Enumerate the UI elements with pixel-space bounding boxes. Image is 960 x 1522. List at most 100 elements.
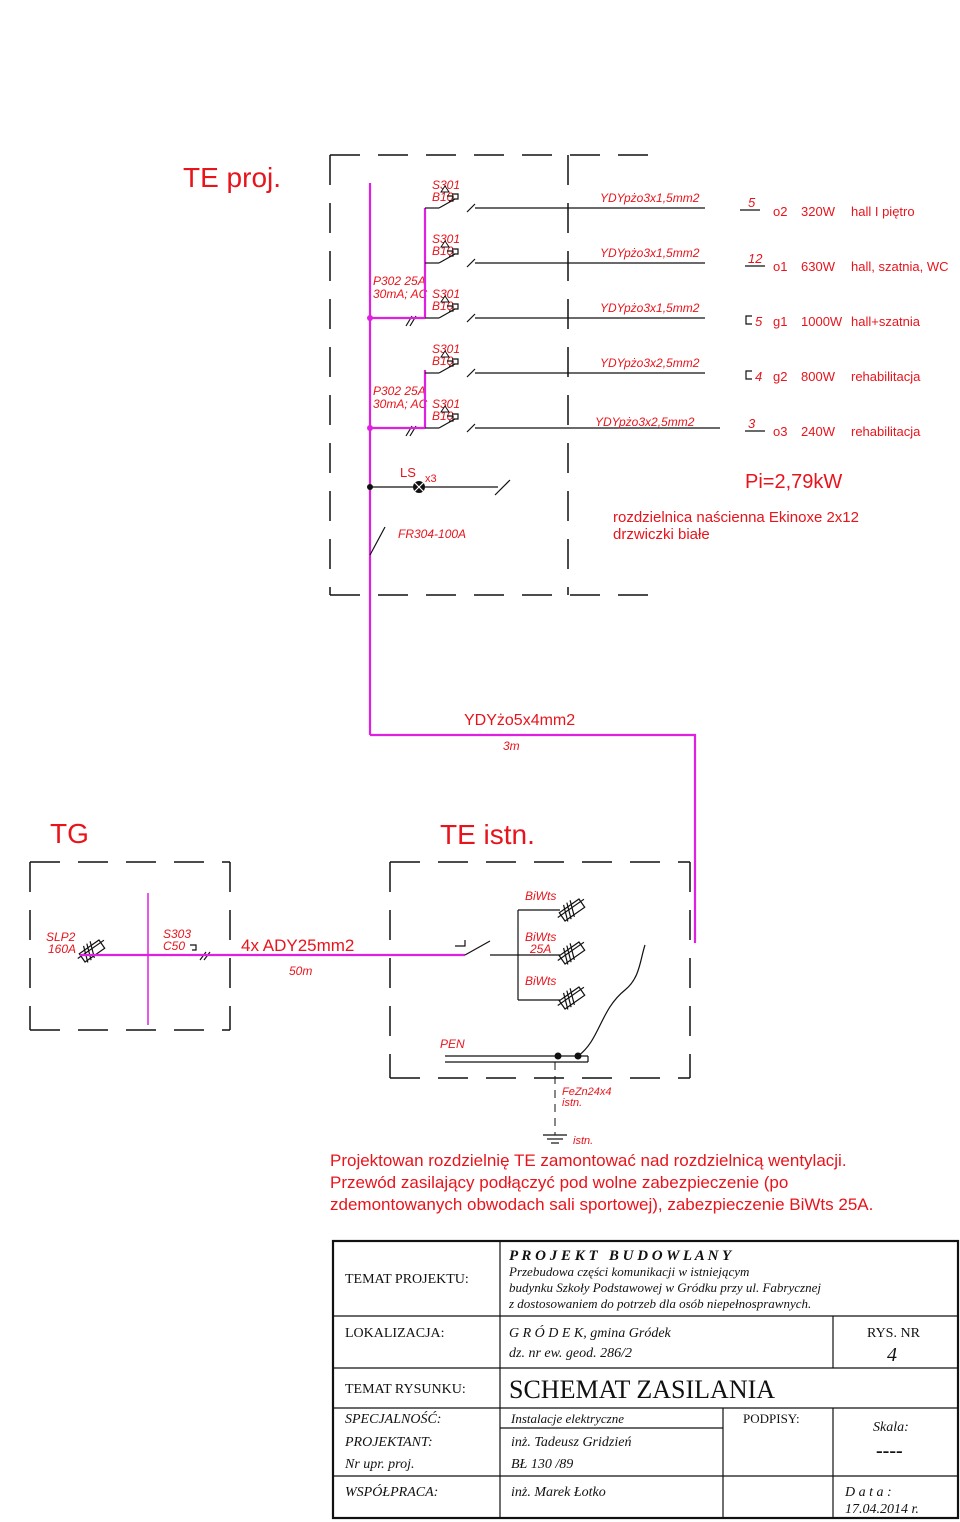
te-proj-title: TE proj. [183,162,281,193]
lokalizacja-label: LOKALIZACJA: [345,1326,445,1341]
svg-text:hall I piętro: hall I piętro [851,204,915,219]
svg-text:1000W: 1000W [801,314,843,329]
lokalizacja: G R Ó D E K, gmina Gródek [509,1324,672,1341]
enclosure-desc-1: rozdzielnica naścienna Ekinoxe 2x12 [613,509,859,526]
svg-text:12: 12 [748,251,763,266]
svg-text:YDYpżo3x1,5mm2: YDYpżo3x1,5mm2 [600,301,700,315]
circuit-row-3: S301 B10 YDYpżo3x1,5mm2 5 g1 1000W hall+… [424,287,921,329]
circuit-row-1: S301 B10 YDYpżo3x1,5mm2 5 o2 320W hall I… [424,178,915,219]
slp-switch: SLP2 160A [46,930,106,964]
svg-text:S301: S301 [432,342,460,356]
feeder-length: 3m [503,739,520,753]
svg-text:o3: o3 [773,424,787,439]
svg-text:BiWts: BiWts [525,889,556,903]
svg-text:BiWts: BiWts [525,930,556,944]
svg-text:C50: C50 [163,939,185,953]
podpisy-label: PODPISY: [743,1411,800,1426]
temat-rysunku-label: TEMAT RYSUNKU: [345,1382,466,1397]
svg-text:FR304-100A: FR304-100A [398,527,466,541]
svg-text:rehabilitacja: rehabilitacja [851,424,921,439]
te-istn-title: TE istn. [440,819,535,850]
svg-text:3: 3 [748,416,756,431]
link-length: 50m [289,964,312,978]
svg-text:FeZn24x4: FeZn24x4 [562,1086,612,1098]
total-power: Pi=2,79kW [745,471,842,493]
note-line-3: zdemontowanych obwodach sali sportowej),… [330,1195,873,1214]
tg-breaker: S303 C50 [163,927,211,961]
note-line-1: Projektowan rozdzielnię TE zamontować na… [330,1151,847,1170]
svg-text:5: 5 [755,314,763,329]
svg-text:rehabilitacja: rehabilitacja [851,369,921,384]
svg-text:YDYpżo3x1,5mm2: YDYpżo3x1,5mm2 [600,246,700,260]
circuit-row-2: S301 B10 YDYpżo3x1,5mm2 12 o1 630W hall,… [424,232,949,274]
svg-text:S301: S301 [432,287,460,301]
project-type: P R O J E K T B U D O W L A N Y [509,1248,733,1264]
svg-text:YDYpżo3x2,5mm2: YDYpżo3x2,5mm2 [595,415,695,429]
svg-text:4: 4 [755,369,762,384]
data-value: 17.04.2014 r. [845,1502,919,1517]
note-line-2: Przewód zasilający podłączyć pod wolne z… [330,1173,788,1192]
earthing: FeZn24x4 istn. istn. [543,1062,612,1147]
rys-label: RYS. NR [867,1326,921,1341]
svg-text:P302 25A: P302 25A [373,384,426,398]
rcd-2: P302 25A 30mA; AC [373,384,428,437]
project-desc-2: budynku Szkoły Podstawowej w Gródku przy… [509,1280,821,1295]
svg-text:630W: 630W [801,259,836,274]
enclosure-desc-2: drzwiczki białe [613,526,710,543]
signal-lamp: LS x3 [370,465,511,496]
feeder-cable-label: YDYżo5x4mm2 [464,712,575,729]
svg-text:g1: g1 [773,314,787,329]
svg-text:S301: S301 [432,178,460,192]
specjalnosc: Instalacje elektryczne [510,1411,624,1426]
circuit-row-4: S301 B10 YDYpżo3x2,5mm2 4 g2 800W rehabi… [424,342,921,384]
svg-text:g2: g2 [773,369,787,384]
svg-text:S303: S303 [163,927,191,941]
data-label: D a t a : [844,1485,892,1500]
svg-text:30mA; AC: 30mA; AC [373,287,428,301]
svg-text:5: 5 [748,195,756,210]
specjalnosc-label: SPECJALNOŚĆ: [345,1410,441,1427]
svg-text:SLP2: SLP2 [46,930,76,944]
svg-text:160A: 160A [48,942,76,956]
feeder-cable [370,733,697,943]
svg-text:hall, szatnia, WC: hall, szatnia, WC [851,259,949,274]
svg-text:istn.: istn. [562,1097,582,1109]
svg-text:istn.: istn. [573,1135,593,1147]
svg-text:S301: S301 [432,397,460,411]
fuse-3: BiWts [525,974,586,1011]
svg-text:o2: o2 [773,204,787,219]
svg-text:B10: B10 [432,190,454,204]
title-block: TEMAT PROJEKTU: P R O J E K T B U D O W … [331,1239,960,1520]
svg-text:o1: o1 [773,259,787,274]
svg-text:800W: 800W [801,369,836,384]
tg-title: TG [50,818,89,849]
svg-text:x3: x3 [425,473,437,485]
project-desc-1: Przebudowa części komunikacji w istnieją… [508,1264,749,1279]
skala: ---- [876,1440,903,1462]
svg-text:30mA; AC: 30mA; AC [373,397,428,411]
wspolpraca-label: WSPÓŁPRACA: [345,1483,438,1500]
projektant: inż. Tadeusz Gridzień [511,1435,631,1450]
svg-text:240W: 240W [801,424,836,439]
nr-upr-label: Nr upr. proj. [344,1457,415,1472]
svg-text:BiWts: BiWts [525,974,556,988]
circuit-row-5: S301 B10 YDYpżo3x2,5mm2 3 o3 240W rehabi… [424,397,921,439]
rys-nr: 4 [887,1344,897,1366]
svg-text:hall+szatnia: hall+szatnia [851,314,921,329]
fuse-1: BiWts [525,889,586,923]
svg-text:LS: LS [400,465,416,480]
temat-projektu-label: TEMAT PROJEKTU: [345,1272,469,1287]
link-cable-label: 4x ADY25mm2 [241,936,354,955]
main-switch: FR304-100A [369,526,466,556]
svg-text:S301: S301 [432,232,460,246]
svg-text:YDYpżo3x2,5mm2: YDYpżo3x2,5mm2 [600,356,700,370]
wspolpraca: inż. Marek Łotko [511,1485,606,1500]
svg-text:25A: 25A [529,942,551,956]
svg-text:PEN: PEN [440,1037,465,1051]
project-desc-3: z dostosowaniem do potrzeb dla osób niep… [508,1296,811,1311]
dz: dz. nr ew. geod. 286/2 [509,1346,632,1361]
pen-bar: PEN [440,944,646,1063]
projektant-label: PROJEKTANT: [344,1435,433,1450]
fuse-2: BiWts 25A [525,930,586,966]
